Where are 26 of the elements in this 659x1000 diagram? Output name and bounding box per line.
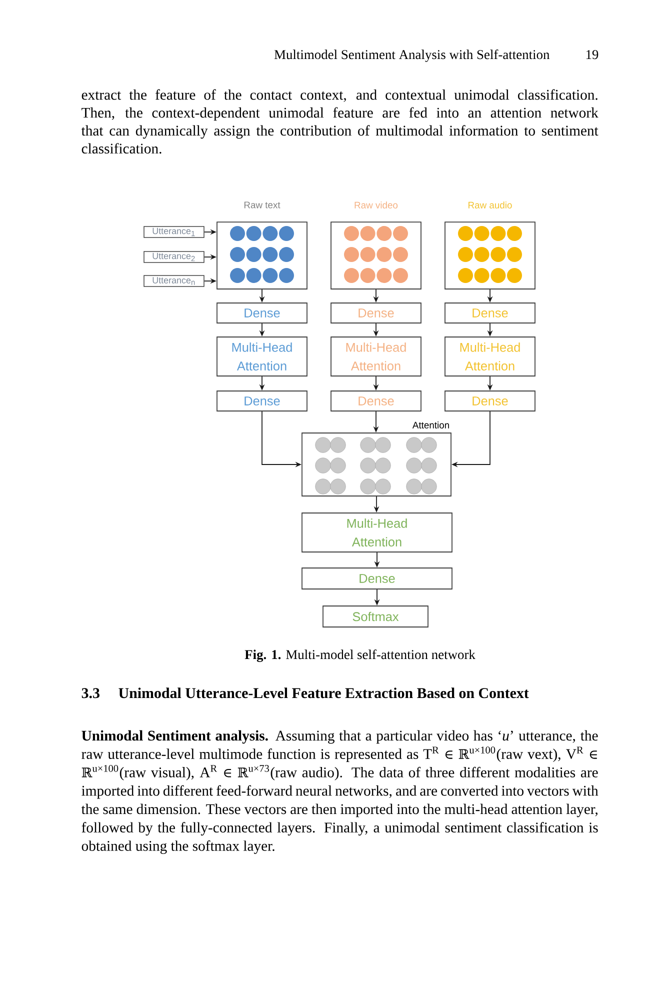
section-number: 3.3 (82, 688, 100, 698)
layer-box: Dense (302, 568, 452, 590)
utterance-box: Utterance$_{n}$ (144, 275, 204, 287)
layer-box: Dense (216, 302, 308, 324)
panel-title: Raw video (354, 202, 398, 208)
layer-box: Dense (330, 302, 422, 324)
layer-box: Dense (444, 390, 536, 412)
panel-title: Attention (412, 422, 449, 428)
layer-box: Dense (444, 302, 536, 324)
layer-box: Softmax (322, 606, 428, 628)
body-paragraph: Unimodal Sentiment analysis. Assuming that a particular video has ‘u’ utterance, the raw utterance-level multimode function is represented as T$^{R}$ ∈ ℝ$^{u×100}$(raw vext), V$^{R}$ ∈ ℝ$^{u×100}$(raw visual), A$^{R}$ ∈ ℝ$^{u×73}$(raw audio). The data of three different modalities are imported into different feed-forward neural networks, and are converted into vectors with the same dimension. These vectors are then imported into the multi-head attention layer, followed by the fully-connected layers. Finally, a unimodal sentiment classification is obtained using the softmax layer. (81, 730, 598, 854)
layer-box: Dense (216, 390, 308, 412)
running-header: Multimodel Sentiment Analysis with Self-attention (274, 50, 550, 62)
panel-title: Raw text (244, 202, 280, 208)
layer-box: Multi-Head Attention (216, 336, 308, 376)
utterance-box: Utterance$_{2}$ (144, 251, 204, 263)
section-heading: Unimodal Utterance-Level Feature Extraction Based on Context (118, 688, 529, 698)
layer-box: Dense (330, 390, 422, 412)
layer-box: Multi-Head Attention (444, 336, 536, 376)
body-paragraph: extract the feature of the contact context, and contextual unimodal classification. Then, the context-dependent unimodal feature are fed into an attention network that can dynamically assign the contribution of multimodal information to sentiment classification. (81, 89, 598, 154)
layer-box: Multi-Head Attention (302, 512, 452, 552)
layer-box: Multi-Head Attention (330, 336, 422, 376)
figure-caption: Fig. 1. Multi-model self-attention network (244, 650, 476, 662)
utterance-box: Utterance$_{1}$ (144, 226, 204, 238)
page-number: 19 (586, 50, 598, 60)
panel-title: Raw audio (468, 202, 512, 208)
